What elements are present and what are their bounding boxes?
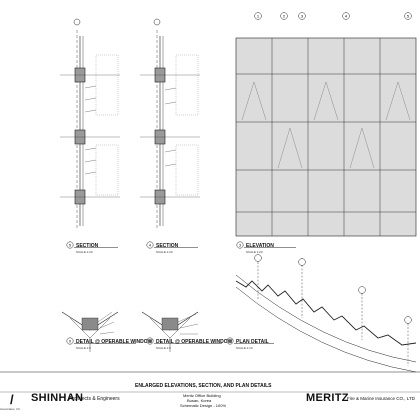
view-marker-numbers: 5 4 3 9 8 2 xyxy=(69,243,242,344)
view-title: SECTION xyxy=(76,243,99,249)
view-scale: SCALE 1:5 xyxy=(156,346,171,350)
detail-9-drawing xyxy=(61,311,119,352)
view-title: ELEVATION xyxy=(246,243,274,249)
section-5-drawing xyxy=(60,30,120,228)
grid-tag: 1 xyxy=(257,14,260,19)
section-4-drawing xyxy=(140,30,200,228)
grid-tag: 5 xyxy=(407,14,410,19)
view-number: 9 xyxy=(69,339,72,344)
section-5-marker xyxy=(73,18,81,26)
view-number: 3 xyxy=(239,243,242,248)
project-phase: Schematic Design - 100% xyxy=(180,403,227,408)
elevation-3-drawing xyxy=(235,37,417,237)
view-scale: SCALE 1:10 xyxy=(236,346,253,350)
view-scale: SCALE 1:5 xyxy=(76,346,91,350)
view-number: 4 xyxy=(149,243,152,248)
title-block-frame xyxy=(0,371,420,393)
view-number: 5 xyxy=(69,243,72,248)
view-markers xyxy=(66,241,296,345)
view-title: SECTION xyxy=(156,243,179,249)
view-title: PLAN DETAIL xyxy=(236,339,269,345)
client-subtitle: Fire & Marine Insurance CO., LTD xyxy=(347,396,415,401)
grid-tag: 4 xyxy=(345,14,348,19)
sheet-title: ENLARGED ELEVATIONS, SECTION, AND PLAN D… xyxy=(135,383,272,389)
architect-name: SHINHAN xyxy=(31,392,84,404)
view-title: DETAIL @ OPERABLE WINDOW xyxy=(156,339,233,345)
elevation-grid-tags: 1 2 3 4 5 xyxy=(254,12,412,20)
architect-subtitle: Architects & Engineers xyxy=(69,396,120,402)
plan-detail-2-drawing xyxy=(235,254,417,373)
section-4-marker xyxy=(153,18,161,26)
project-location: Busan, Korea xyxy=(187,398,212,403)
view-scale: SCALE 1:20 xyxy=(156,250,173,254)
view-scale: SCALE 1:20 xyxy=(76,250,93,254)
view-number: 2 xyxy=(229,339,232,344)
view-scale: SCALE 1:20 xyxy=(246,250,263,254)
title-block-separator: / xyxy=(10,392,14,407)
grid-tag: 3 xyxy=(301,14,304,19)
view-number: 8 xyxy=(149,339,152,344)
client-name: MERITZ xyxy=(306,392,349,404)
grid-tag: 2 xyxy=(283,14,286,19)
project-name: Meritz Office Building xyxy=(183,393,221,398)
title-block-left-fragment: Associates, Ch. xyxy=(0,407,21,411)
view-title: DETAIL @ OPERABLE WINDOW xyxy=(76,339,153,345)
detail-8-drawing xyxy=(141,311,199,352)
